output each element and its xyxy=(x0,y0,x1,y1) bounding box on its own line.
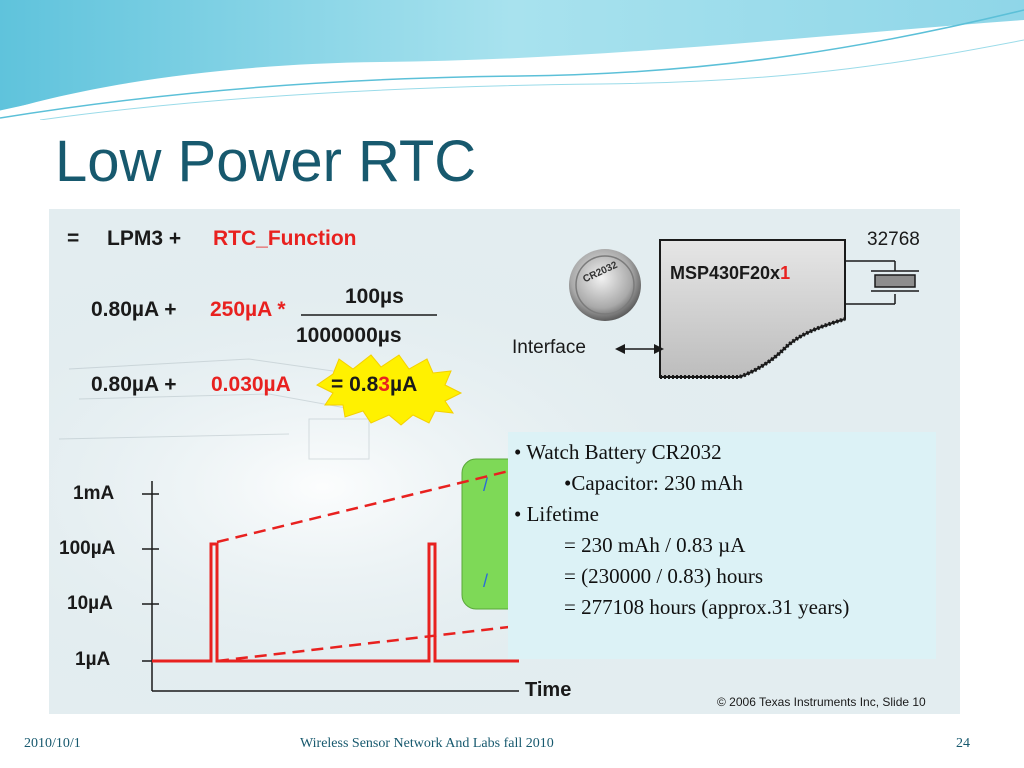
crystal-icon xyxy=(874,274,916,288)
equation-rtc-current: 250µA * xyxy=(210,298,286,321)
battery-lifetime-textbox: • Watch Battery CR2032 •Capacitor: 230 m… xyxy=(508,432,936,659)
footer-page-number: 24 xyxy=(956,736,970,751)
y-label-1ua: 1µA xyxy=(75,649,111,670)
textbox-line-calc-2: = (230000 / 0.83) hours xyxy=(564,564,764,588)
equation-rtc-average: 0.030µA xyxy=(211,373,291,396)
textbox-line-lifetime: • Lifetime xyxy=(514,502,599,526)
footer-date: 2010/10/1 xyxy=(24,736,81,751)
interface-label: Interface xyxy=(512,337,586,358)
figure-copyright: © 2006 Texas Instruments Inc, Slide 10 xyxy=(717,695,926,709)
result-value-highlight: 3 xyxy=(378,373,390,396)
equation-lpm3: LPM3 + xyxy=(107,227,182,250)
x-label-time: Time xyxy=(525,679,572,701)
chip-name-suffix: 1 xyxy=(780,263,791,283)
equation-result: = 0.83µA xyxy=(331,373,417,397)
y-label-100ua: 100µA xyxy=(59,538,116,559)
y-label-1ma: 1mA xyxy=(73,483,115,504)
zoom-line-top xyxy=(216,469,510,544)
result-value-unit: µA xyxy=(389,373,418,396)
chip-name: MSP430F20x1 xyxy=(670,263,790,284)
y-label-10ua: 10µA xyxy=(67,593,113,614)
textbox-line-battery: • Watch Battery CR2032 xyxy=(514,440,722,464)
equation-base-current-1: 0.80µA + xyxy=(91,298,177,321)
textbox-line-calc-3: = 277108 hours (approx.31 years) xyxy=(564,595,850,619)
current-trace xyxy=(152,542,519,663)
equation-base-current-2: 0.80µA + xyxy=(91,373,177,396)
zoom-line-bottom xyxy=(216,625,510,663)
slide-title: Low Power RTC xyxy=(55,129,477,194)
header-wave-decoration xyxy=(0,0,1024,120)
footer-course: Wireless Sensor Network And Labs fall 20… xyxy=(300,736,554,751)
coin-battery-icon xyxy=(569,249,641,321)
crystal-frequency: 32768 xyxy=(867,229,920,250)
chip-name-base: MSP430F20x xyxy=(670,263,781,283)
fraction-denominator: 1000000µs xyxy=(296,324,402,347)
fraction-numerator: 100µs xyxy=(345,285,404,308)
textbox-line-calc-1: = 230 mAh / 0.83 µA xyxy=(564,533,746,557)
textbox-line-capacitor: •Capacitor: 230 mAh xyxy=(564,471,743,495)
equation-rtc-function: RTC_Function xyxy=(213,227,357,250)
svg-text:/: / xyxy=(483,475,488,495)
svg-text:/: / xyxy=(483,571,488,591)
result-value-prefix: = 0.8 xyxy=(331,373,379,396)
result-starburst xyxy=(316,354,463,426)
equation-equals: = xyxy=(67,227,80,250)
